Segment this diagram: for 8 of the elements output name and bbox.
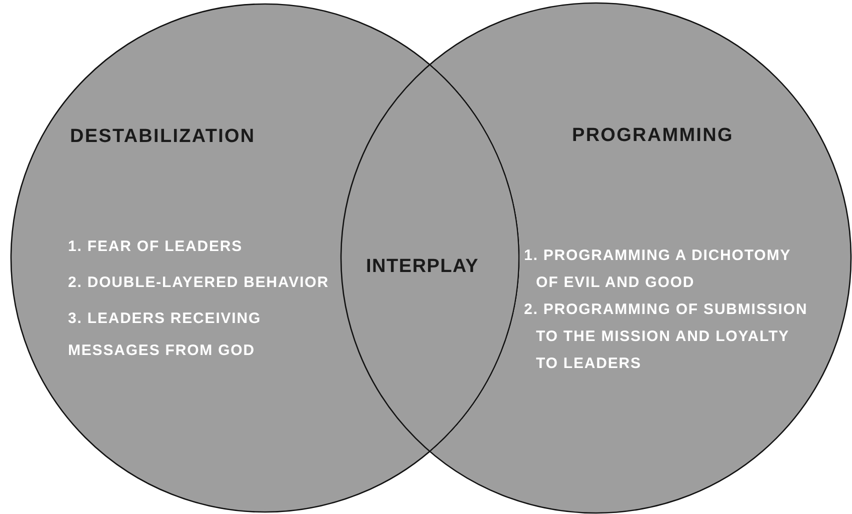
list-item: 2. DOUBLE-LAYERED BEHAVIOR: [68, 273, 330, 293]
circle-heading: PROGRAMMING: [572, 124, 734, 148]
list-item: 3. LEADERS RECEIVING MESSAGES FROM GOD: [68, 309, 262, 361]
overlap-label: INTERPLAY: [366, 255, 479, 279]
list-item: 2. PROGRAMMING OF SUBMISSION TO THE MISSION AND LOYALTY TO LEADERS: [524, 300, 809, 374]
list-item: 1. PROGRAMMING A DICHOTOMY OF EVIL AND GOOD: [524, 246, 792, 293]
circle-heading: DESTABILIZATION: [70, 125, 256, 149]
list-item: 1. FEAR OF LEADERS: [68, 237, 244, 257]
